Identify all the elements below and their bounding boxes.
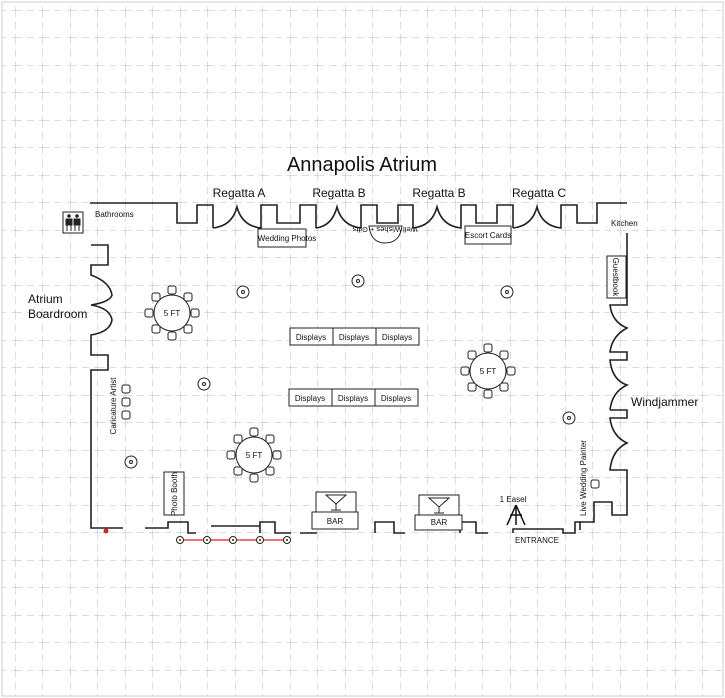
well-wishes-label: Well Wishes + Gifts: [352, 225, 417, 234]
room-bathrooms: Bathrooms: [95, 210, 134, 219]
svg-text:Displays: Displays: [382, 333, 412, 342]
wedding-photos-label: Wedding Photos: [258, 234, 317, 243]
room-regatta-b: Regatta B: [312, 186, 365, 200]
displays-row-2: Displays Displays Displays: [288, 388, 419, 407]
easel-icon: [506, 504, 526, 526]
left-wall: [90, 244, 123, 529]
entrance-label: ENTRANCE: [515, 536, 559, 545]
escort-cards-table: [464, 225, 512, 245]
svg-text:BAR: BAR: [327, 517, 344, 526]
room-windjammer: Windjammer: [631, 395, 698, 409]
stanchion-rope: [176, 536, 291, 544]
guestbook-label: Guestbook: [611, 258, 620, 298]
escort-cards-label: Escort Cards: [465, 231, 511, 240]
painter-label: Live Wedding Painter: [579, 440, 588, 516]
svg-text:5 FT: 5 FT: [164, 309, 181, 318]
svg-text:BAR: BAR: [431, 518, 448, 527]
photo-booth-label: Photo Booth: [170, 472, 179, 516]
svg-text:Displays: Displays: [381, 394, 411, 403]
bar-1: BAR: [311, 491, 359, 530]
round-table-3: 5 FT: [226, 427, 282, 483]
easel-label: 1 Easel: [500, 495, 527, 504]
caricature-chairs: [121, 384, 131, 420]
martini-icon: [427, 497, 451, 514]
wedding-photos-table: [257, 228, 307, 248]
cocktail-tables: [124, 274, 576, 469]
round-table-1: 5 FT: [144, 285, 200, 341]
svg-text:Displays: Displays: [296, 333, 326, 342]
photo-booth: [163, 471, 185, 516]
svg-text:5 FT: 5 FT: [480, 367, 497, 376]
room-boardroom: Boardroom: [28, 307, 87, 321]
svg-text:5 FT: 5 FT: [246, 451, 263, 460]
room-regatta-b-2: Regatta B: [412, 186, 465, 200]
plan-title: Annapolis Atrium: [287, 154, 437, 176]
bar-2: BAR: [414, 494, 463, 531]
painter-chair: [590, 479, 600, 489]
guestbook-table: [606, 255, 627, 299]
room-regatta-a: Regatta A: [213, 186, 266, 200]
svg-text:Displays: Displays: [295, 394, 325, 403]
restroom-icon: [62, 211, 84, 234]
svg-text:Displays: Displays: [339, 333, 369, 342]
martini-icon: [324, 494, 348, 511]
room-atrium: Atrium: [28, 292, 63, 306]
well-wishes-table: [368, 225, 403, 244]
displays-row-1: Displays Displays Displays: [289, 327, 420, 346]
top-wall: [90, 202, 627, 229]
svg-text:Displays: Displays: [338, 394, 368, 403]
room-kitchen: Kitchen: [611, 219, 638, 228]
caricature-label: Caricature Artist: [109, 377, 118, 435]
room-regatta-c: Regatta C: [512, 186, 566, 200]
marker-dot: [103, 528, 109, 534]
round-table-2: 5 FT: [460, 343, 516, 399]
bottom-wall: [145, 521, 580, 534]
right-wall: [579, 233, 630, 530]
